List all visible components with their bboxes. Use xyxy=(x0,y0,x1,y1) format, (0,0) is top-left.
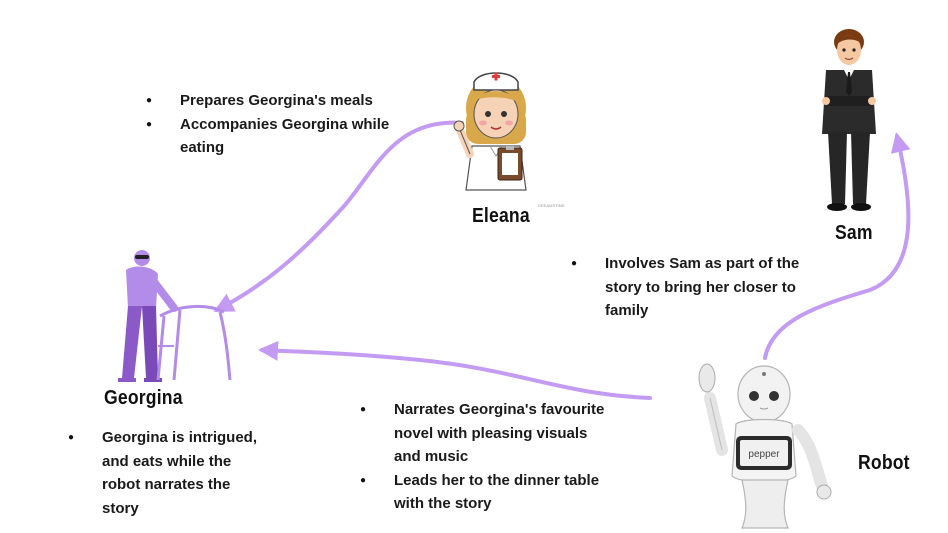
list-item: Georgina is intrigued, and eats while th… xyxy=(68,426,268,520)
businessman-sam-illustration xyxy=(822,29,876,211)
list-item: Accompanies Georgina while eating xyxy=(146,113,426,160)
watermark-text: DREAMSTIME xyxy=(538,203,565,208)
eleana-bullet-list: Prepares Georgina's meals Accompanies Ge… xyxy=(146,89,426,160)
list-item: Involves Sam as part of the story to bri… xyxy=(571,252,827,323)
label-georgina: Georgina xyxy=(104,387,183,409)
nurse-eleana-illustration xyxy=(453,72,527,191)
arrow-robot-to-sam xyxy=(763,132,911,360)
label-robot: Robot xyxy=(858,452,910,474)
list-item: Prepares Georgina's meals xyxy=(146,89,426,113)
robot-screen-text: pepper xyxy=(748,449,780,460)
list-item: Leads her to the dinner table with the s… xyxy=(360,469,618,516)
sam-bullet-list: Involves Sam as part of the story to bri… xyxy=(571,252,827,323)
robot-bullet-list: Narrates Georgina's favourite novel with… xyxy=(360,398,618,516)
pepper-robot-illustration: pepper xyxy=(698,363,832,529)
georgina-bullet-list: Georgina is intrigued, and eats while th… xyxy=(68,426,268,520)
elderly-woman-walker-illustration xyxy=(118,250,232,382)
arrow-robot-to-georgina xyxy=(258,340,652,400)
list-item: Narrates Georgina's favourite novel with… xyxy=(360,398,618,469)
label-eleana: Eleana xyxy=(472,205,530,227)
label-sam: Sam xyxy=(835,222,873,244)
